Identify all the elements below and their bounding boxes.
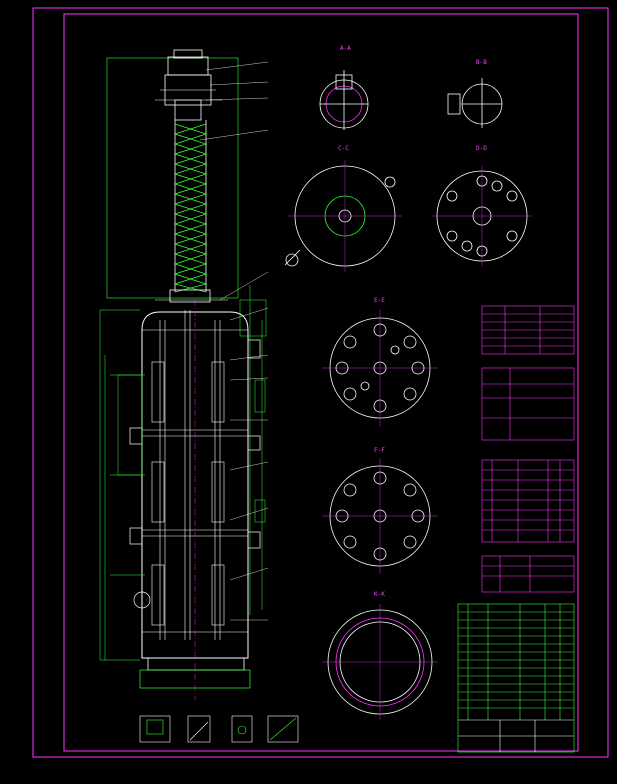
section-label-c-c: C-C: [338, 145, 349, 152]
inner-frame: [63, 13, 579, 752]
section-label-a-a: A-A: [340, 45, 351, 52]
detail-views: [139, 715, 299, 743]
packing-zigzag: [173, 120, 208, 293]
section-a-a: [319, 70, 369, 130]
section-label-f-f: F-F: [374, 447, 385, 454]
section-d-d: [432, 166, 532, 266]
section-label-k-k: K-K: [374, 591, 385, 598]
section-label-e-e: E-E: [374, 297, 385, 304]
section-e-e: [322, 310, 438, 426]
section-label-b-b: B-B: [476, 59, 487, 66]
outer-frame: [32, 7, 609, 758]
title-block: [457, 603, 575, 753]
section-c-c: [284, 160, 402, 272]
section-k-k: [322, 604, 438, 720]
column-elevation: [99, 49, 269, 700]
section-f-f: [322, 458, 438, 574]
section-b-b: [447, 78, 503, 128]
section-label-d-d: D-D: [476, 145, 487, 152]
tables: [481, 305, 575, 593]
